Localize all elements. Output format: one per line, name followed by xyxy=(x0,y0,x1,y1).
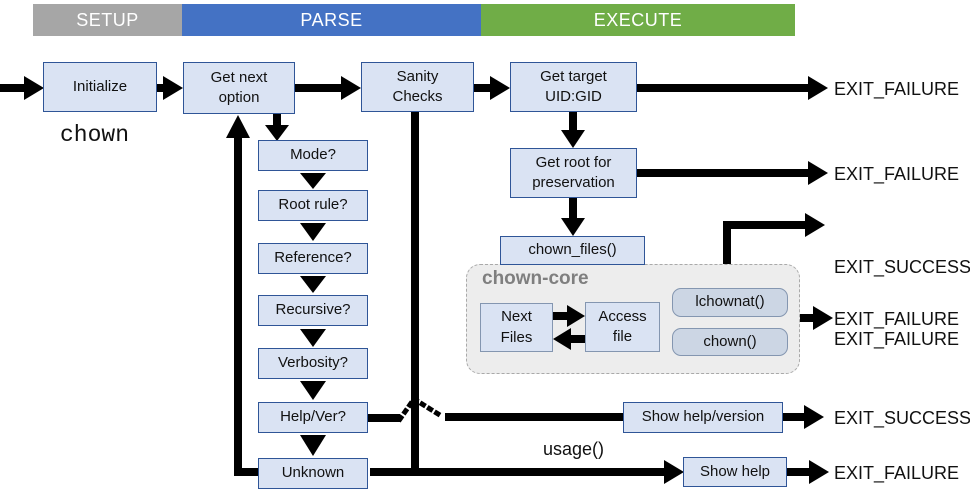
node-show-help: Show help xyxy=(683,457,787,487)
node-option-reference: Reference? xyxy=(258,243,368,274)
node-next-files: Next Files xyxy=(480,303,553,352)
node-option-unknown: Unknown xyxy=(258,458,368,489)
node-option-mode: Mode? xyxy=(258,140,368,171)
node-option-verbosity: Verbosity? xyxy=(258,348,368,379)
node-initialize: Initialize xyxy=(43,62,157,112)
exit-failure-label: EXIT_FAILURE xyxy=(834,164,960,184)
exit-success-label: EXIT_SUCCESS xyxy=(834,408,970,428)
node-get-target-uid-gid: Get target UID:GID xyxy=(510,62,637,112)
chown-core-group-label: chown-core xyxy=(482,268,589,289)
node-show-help-version: Show help/version xyxy=(623,402,783,433)
node-sanity-checks: Sanity Checks xyxy=(361,62,474,112)
command-name-label: chown xyxy=(60,122,130,148)
node-get-root-for-preservation: Get root for preservation xyxy=(510,148,637,198)
phase-execute-header: EXECUTE xyxy=(481,4,795,36)
exit-failure-label: EXIT_FAILURE xyxy=(834,463,960,483)
node-option-recursive: Recursive? xyxy=(258,295,368,326)
node-option-help-ver: Help/Ver? xyxy=(258,402,368,433)
exit-failure-label: EXIT_FAILURE xyxy=(834,329,960,349)
node-chown-call: chown() xyxy=(672,328,788,356)
node-chown-files: chown_files() xyxy=(500,236,645,265)
phase-setup-header: SETUP xyxy=(33,4,182,36)
exit-success-failure-labels: EXIT_SUCCESS EXIT_FAILURE xyxy=(834,207,970,399)
node-get-next-option: Get next option xyxy=(183,62,295,114)
exit-failure-label: EXIT_FAILURE xyxy=(834,79,960,99)
exit-failure-label: EXIT_FAILURE xyxy=(834,309,960,329)
node-option-root-rule: Root rule? xyxy=(258,190,368,221)
phase-parse-header: PARSE xyxy=(182,4,481,36)
node-access-file: Access file xyxy=(585,302,660,352)
usage-function-label: usage() xyxy=(543,439,605,459)
node-lchownat-call: lchownat() xyxy=(672,288,788,317)
exit-success-label: EXIT_SUCCESS xyxy=(834,257,970,277)
